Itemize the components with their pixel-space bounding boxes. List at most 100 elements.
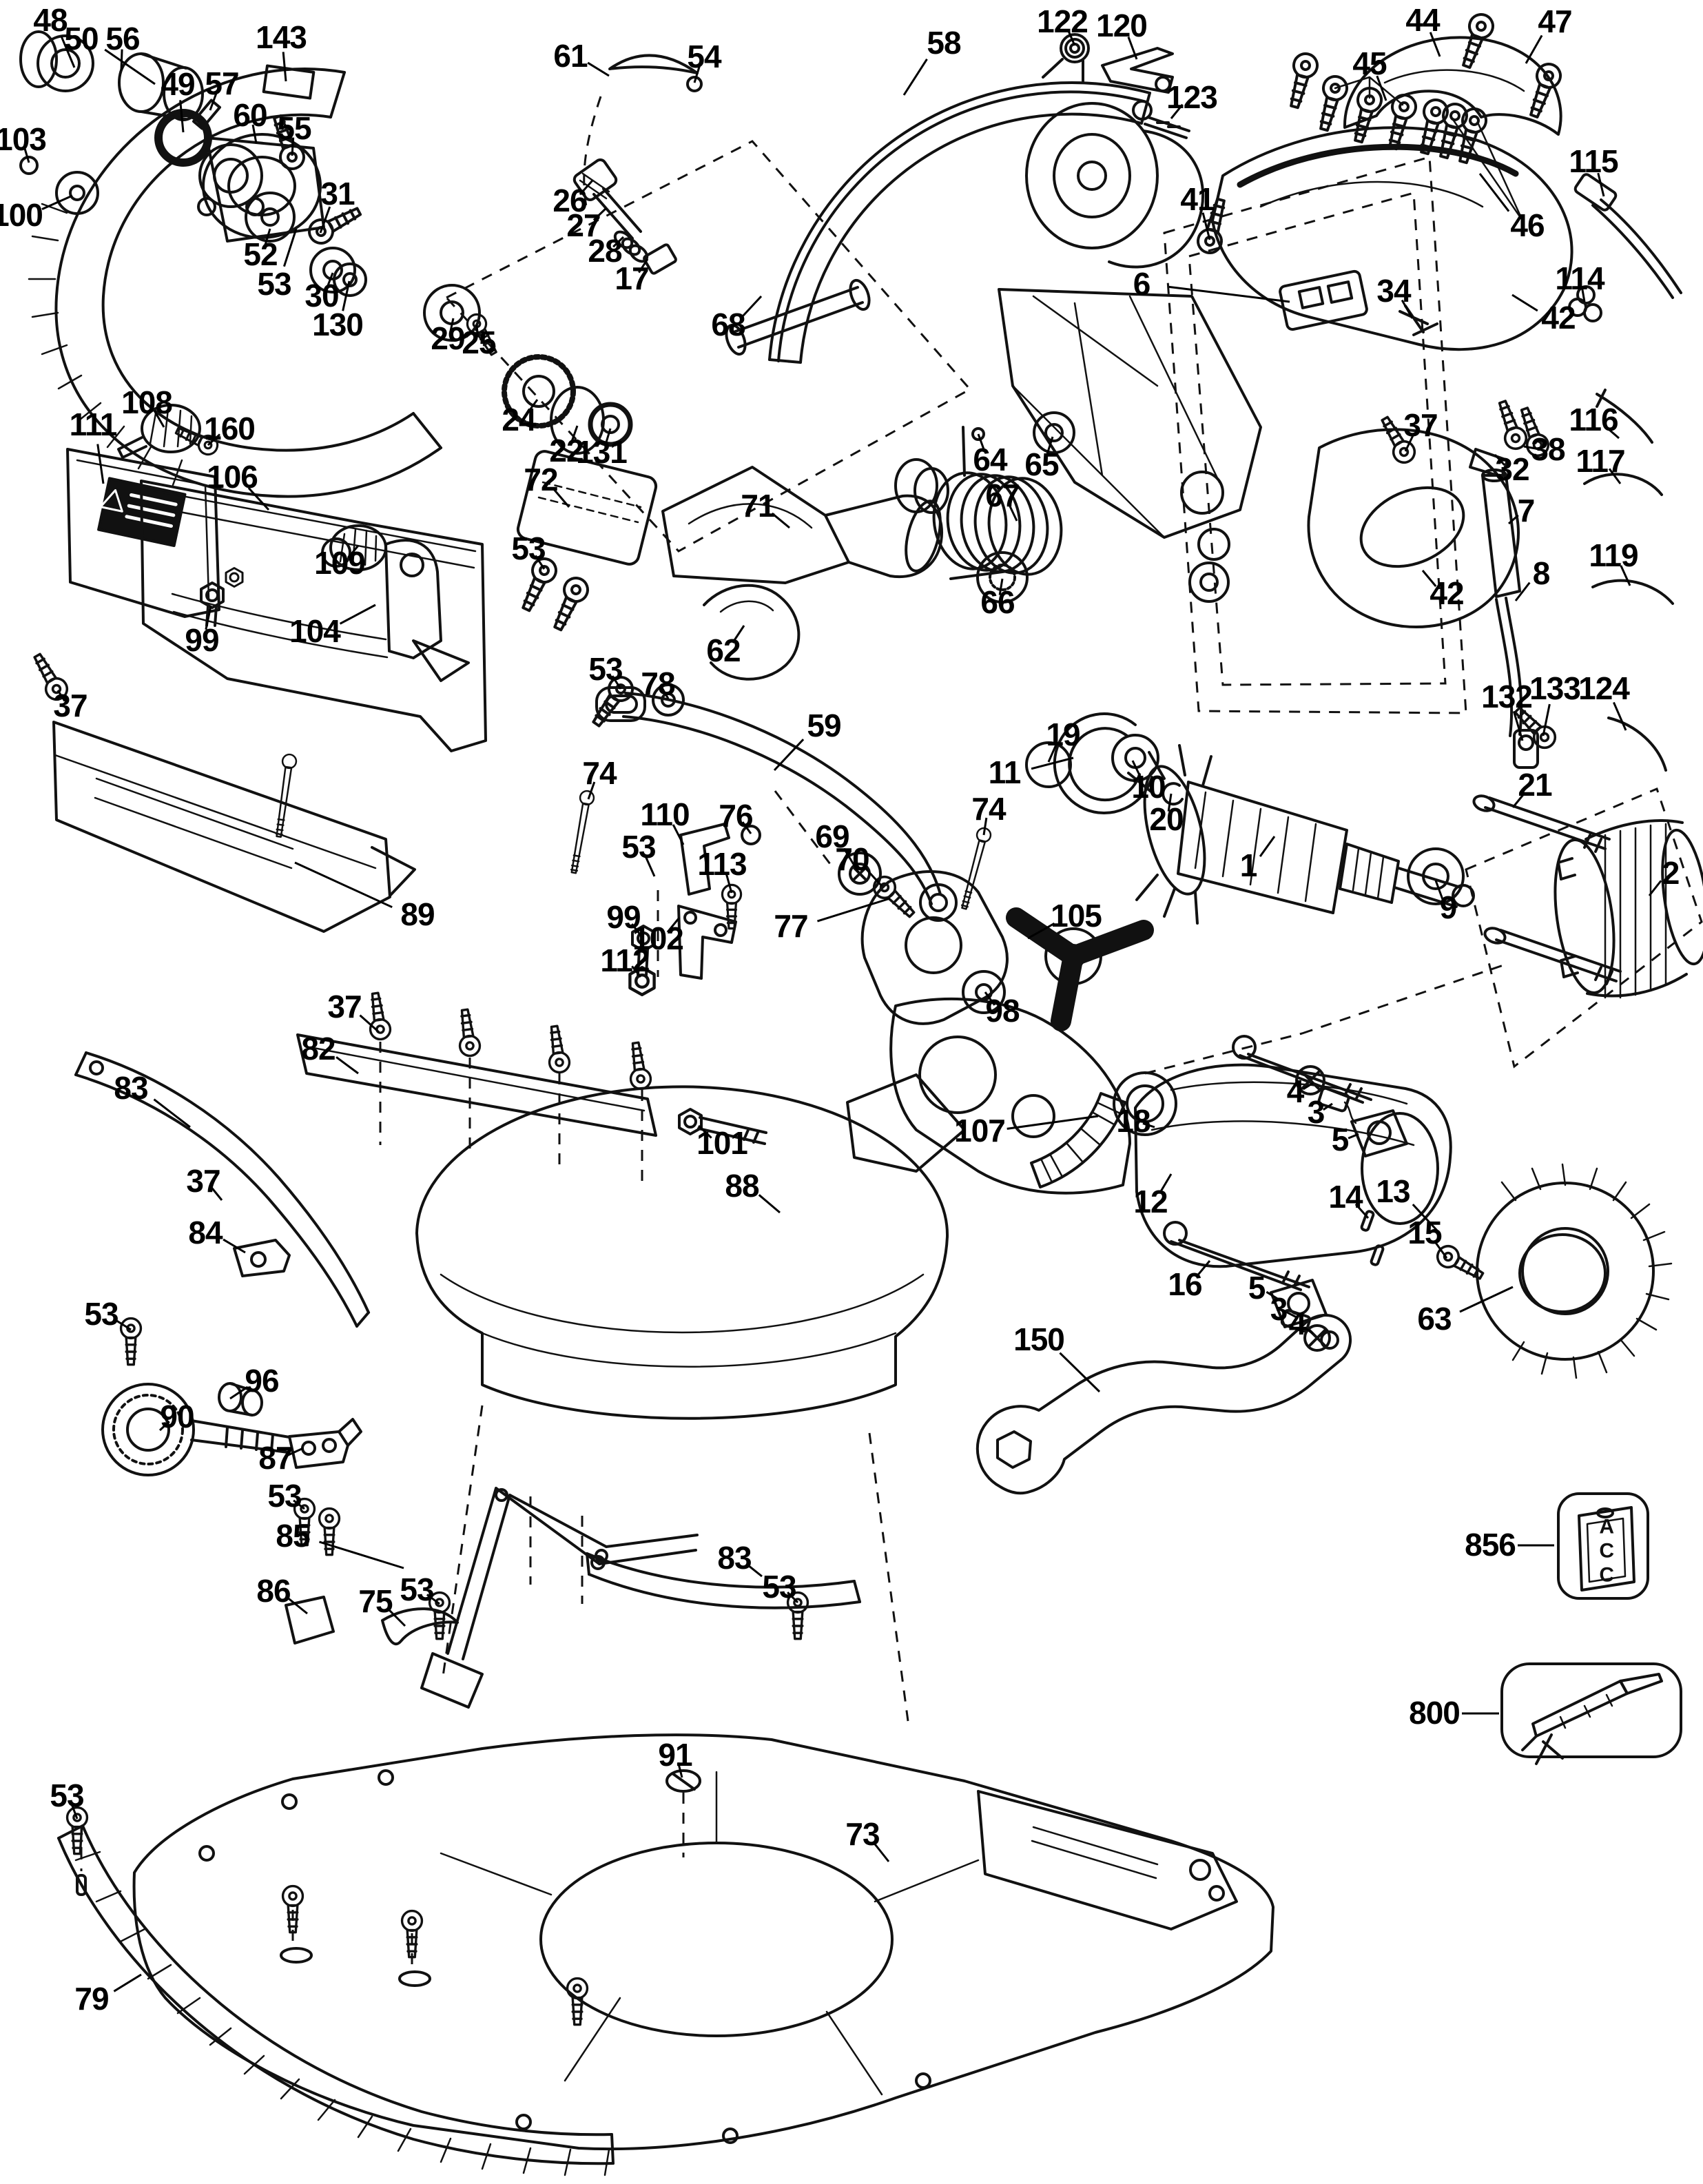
- leader-line-53: [114, 1318, 132, 1331]
- part-callout-61: 61: [553, 38, 588, 74]
- leader-line-99: [205, 606, 212, 630]
- part-callout-99: 99: [606, 899, 641, 936]
- part-callout-77: 77: [774, 908, 808, 945]
- leader-line-110: [672, 824, 685, 845]
- leader-line-82: [336, 1056, 359, 1075]
- part-callout-53: 53: [267, 1478, 302, 1514]
- leader-line-56: [120, 49, 123, 71]
- part-callout-14: 14: [1328, 1179, 1363, 1215]
- part-callout-16: 16: [1168, 1266, 1202, 1303]
- leader-line-112: [631, 965, 642, 978]
- leader-line-12: [1159, 1173, 1173, 1194]
- leader-line-34: [1401, 299, 1414, 319]
- part-callout-150: 150: [1013, 1321, 1065, 1358]
- leader-line-108: [153, 410, 165, 428]
- part-callout-115: 115: [1569, 143, 1618, 180]
- leader-line-70: [865, 867, 883, 887]
- leader-line-14: [1354, 1203, 1370, 1219]
- leader-line-7: [1508, 514, 1519, 525]
- part-callout-124: 124: [1578, 670, 1630, 707]
- leader-line-113: [725, 873, 733, 894]
- leader-line-46: [1478, 173, 1510, 212]
- part-callout-111: 111: [69, 406, 118, 443]
- leader-line-30: [325, 272, 334, 289]
- leader-line-26: [579, 179, 594, 196]
- leader-line-150: [1059, 1352, 1101, 1393]
- lower-guard-drawing: [19, 30, 633, 498]
- leader-line-50: [104, 48, 156, 85]
- leader-line-64: [977, 433, 986, 453]
- part-callout-130: 130: [312, 307, 364, 343]
- part-callout-37: 37: [53, 688, 87, 724]
- part-callout-37: 37: [1403, 407, 1438, 444]
- leader-line-77: [817, 897, 891, 923]
- part-callout-101: 101: [696, 1125, 748, 1162]
- leader-line-37: [210, 1186, 223, 1201]
- part-callout-41: 41: [1180, 181, 1215, 218]
- leader-line-13: [1412, 1204, 1438, 1232]
- bevel-knuckle-drawing: [889, 907, 1154, 1195]
- leader-line-1: [1259, 836, 1276, 857]
- part-callout-53: 53: [257, 266, 291, 302]
- leader-line-76: [741, 821, 752, 834]
- leader-line-105: [1027, 923, 1055, 940]
- part-callout-123: 123: [1166, 79, 1218, 116]
- leader-line-53: [611, 675, 622, 690]
- leader-line-53: [70, 1803, 79, 1820]
- part-callout-85: 85: [276, 1518, 310, 1554]
- leader-line-48: [60, 35, 76, 68]
- part-callout-30: 30: [305, 278, 339, 314]
- leader-line-75: [388, 1609, 406, 1627]
- part-callout-113: 113: [697, 846, 747, 883]
- leader-line-86: [288, 1598, 308, 1615]
- part-callout-5: 5: [1248, 1270, 1266, 1306]
- leader-line-85: [319, 1541, 404, 1569]
- part-callout-107: 107: [954, 1113, 1006, 1149]
- part-callout-84: 84: [188, 1215, 223, 1251]
- part-callout-53: 53: [84, 1296, 118, 1332]
- part-callout-63: 63: [1417, 1301, 1452, 1337]
- leader-line-109: [347, 545, 360, 559]
- part-callout-119: 119: [1589, 537, 1638, 574]
- part-callout-19: 19: [1046, 717, 1080, 753]
- leader-line-53: [644, 856, 656, 877]
- leader-line-41: [1201, 212, 1211, 240]
- leader-line-52: [263, 228, 271, 247]
- part-callout-10: 10: [1131, 769, 1166, 805]
- part-callout-103: 103: [0, 121, 47, 158]
- leader-line-111: [96, 444, 105, 484]
- part-callout-74: 74: [971, 791, 1006, 827]
- leader-line-5: [1348, 1133, 1359, 1140]
- part-callout-60: 60: [233, 97, 267, 134]
- leader-line-83: [153, 1098, 191, 1129]
- leader-line-58: [902, 58, 928, 96]
- leader-line-19: [1047, 743, 1057, 763]
- part-callout-98: 98: [985, 993, 1020, 1029]
- dust-chute-drawing: [514, 450, 943, 732]
- part-callout-88: 88: [725, 1168, 759, 1204]
- part-callout-3: 3: [1307, 1094, 1325, 1131]
- part-callout-24: 24: [502, 402, 536, 438]
- leader-line-114: [1580, 286, 1586, 302]
- leader-line-119: [1620, 565, 1631, 586]
- leader-line-116: [1604, 425, 1620, 440]
- part-callout-131: 131: [576, 434, 628, 471]
- leader-line-38: [1523, 445, 1538, 450]
- part-callout-47: 47: [1538, 3, 1572, 40]
- part-callout-91: 91: [658, 1737, 692, 1773]
- curved-segments-drawing: [74, 1051, 861, 1640]
- rail-drawing: [52, 721, 416, 933]
- leader-line-122: [1066, 29, 1076, 46]
- handle-drawing: [1042, 10, 1682, 772]
- part-callout-143: 143: [256, 19, 307, 56]
- part-callout-46: 46: [1510, 207, 1545, 244]
- part-callout-56: 56: [105, 21, 140, 57]
- part-callout-108: 108: [121, 384, 173, 421]
- part-callout-160: 160: [204, 411, 256, 447]
- leader-line-60: [251, 124, 258, 144]
- leader-line-90: [158, 1421, 170, 1432]
- part-callout-3: 3: [1270, 1291, 1288, 1328]
